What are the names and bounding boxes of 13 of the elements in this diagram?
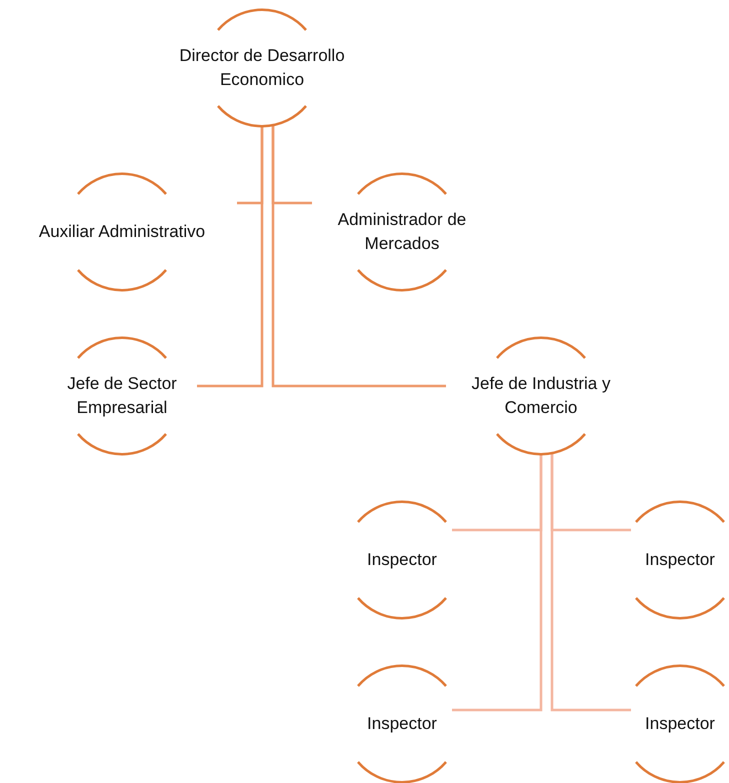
connector-line (452, 454, 542, 712)
connector-line (197, 126, 264, 388)
position-title: Jefe de Industria y Comercio (470, 373, 612, 419)
position-title: Jefe de Sector Empresarial (66, 373, 178, 419)
position-title: Administrador de Mercados (336, 209, 468, 255)
position-title: Inspector (367, 713, 437, 735)
position-title: Inspector (367, 549, 437, 571)
position-title: Director de Desarrollo Economico (178, 45, 346, 91)
connector-line (272, 126, 446, 388)
position-title: Auxiliar Administrativo (38, 221, 206, 243)
connector-line (550, 454, 631, 712)
position-title: Inspector (645, 713, 715, 735)
position-title: Inspector (645, 549, 715, 571)
